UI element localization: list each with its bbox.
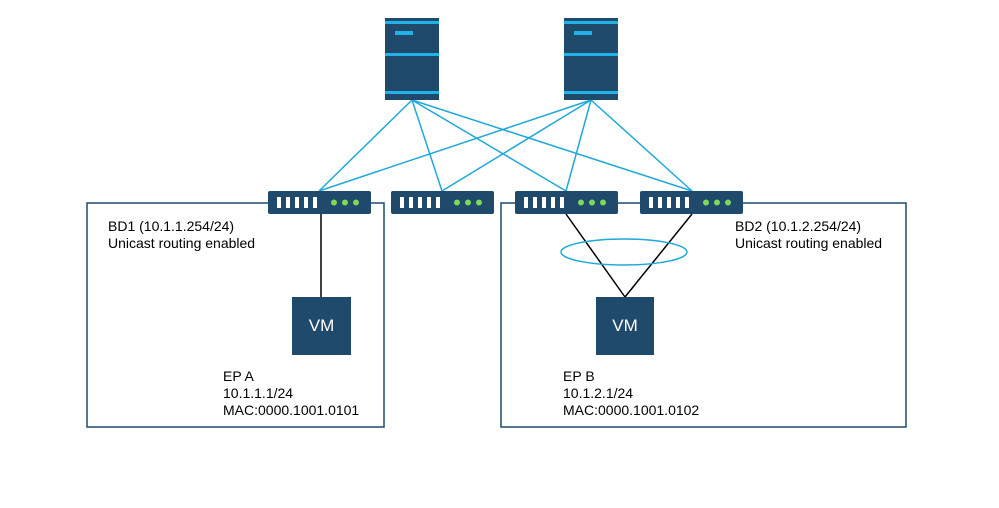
switch-icon [268,191,371,214]
ep-b-ip: 10.1.2.1/24 [563,385,634,401]
leaf-3 [515,191,618,214]
link-s1-l3 [411,99,567,192]
leaf-2 [391,191,494,214]
vm-a-label: VM [308,316,335,335]
link-s2-l3 [565,99,592,192]
link-s1-l1 [318,99,413,192]
vm-b [596,297,654,355]
link-l3-vm-b [565,213,626,298]
switch-icon [391,191,494,214]
vpc-ellipse [560,238,688,266]
ep-b-mac: MAC:0000.1001.0102 [563,402,700,418]
link-s2-l2 [441,99,592,192]
bd1-box [86,202,385,428]
vm-b-box [596,297,654,355]
bd1-title: BD1 (10.1.1.254/24) [108,218,235,234]
ep-a-name: EP A [223,368,254,384]
switch-icon [515,191,618,214]
vm-a-box [292,297,351,355]
link-s1-l4 [411,99,693,192]
ep-a-ip: 10.1.1.1/24 [223,385,294,401]
bd1-subtitle: Unicast routing enabled [108,235,256,251]
leaf-1 [268,191,371,214]
vm-a [292,297,351,355]
bd2-subtitle: Unicast routing enabled [735,235,883,251]
link-l4-vm-b [624,213,693,298]
server-icon [385,18,439,100]
switch-icon [640,191,743,214]
fabric-links [318,99,693,192]
link-s2-l1 [318,99,592,192]
leaf-switches [268,191,743,214]
spine-2 [564,18,618,100]
link-s1-l2 [411,99,443,192]
link-s2-l4 [590,99,693,192]
leaf-4 [640,191,743,214]
host-links [320,213,693,298]
bd2-title: BD2 (10.1.2.254/24) [735,218,862,234]
vm-b-label: VM [612,316,638,335]
ep-a-mac: MAC:0000.1001.0101 [223,402,360,418]
spine-1 [385,18,439,100]
ep-b-name: EP B [563,368,595,384]
server-icon [564,18,618,100]
